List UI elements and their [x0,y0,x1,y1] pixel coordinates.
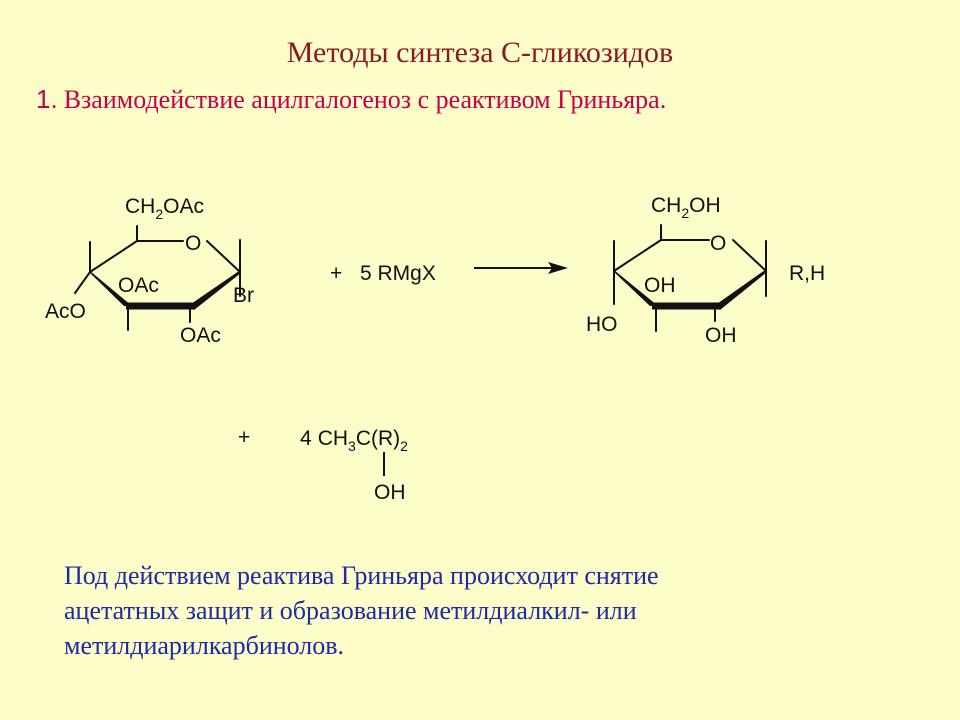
product-ring-oxygen: O [710,232,726,255]
byproduct-plus: + [238,426,250,449]
reagent-plus: + [330,262,342,285]
product-structure: CH2OH O OH R,H HO OH [586,194,825,347]
page-title: Методы синтеза С-гликозидов [286,36,674,69]
reagent-rmgx: 5 RMgX [360,262,436,285]
section-heading-text: Взаимодействие ацилгалогеноз с реактивом… [63,85,667,114]
reactant-oac-c3: OAc [118,274,159,297]
reactant-ring-oxygen: O [185,232,201,255]
section-heading: 1.Взаимодействие ацилгалогеноз с реактив… [36,84,666,115]
explanation-line-1: Под действием реактива Гриньяра происход… [64,561,659,590]
product-ch2oh: CH2OH [651,194,721,221]
explanation-text: Под действием реактива Гриньяра происход… [64,558,924,663]
product-aglycone-rh: R,H [789,262,825,285]
reactant-oac-c2: OAc [180,324,221,347]
product-oh-c3: OH [644,274,676,297]
reactant-bromine: Br [233,284,254,307]
product-ho-c4: HO [586,313,618,336]
reagent: + 5 RMgX [330,262,436,285]
byproduct-oh: OH [374,481,406,504]
reactant-aco-c4: AcO [45,300,86,323]
section-number: 1. [36,84,58,114]
explanation-line-2: ацетатных защит и образование метилдиалк… [64,596,637,625]
reaction-arrow [474,262,568,274]
explanation-line-3: метилдиарилкарбинолов. [64,631,345,660]
reactant-structure: CH2OAc O OAc Br AcO OAc [45,195,254,347]
product-oh-c2: OH [705,324,737,347]
reactant-ch2oac: CH2OAc [125,195,204,222]
